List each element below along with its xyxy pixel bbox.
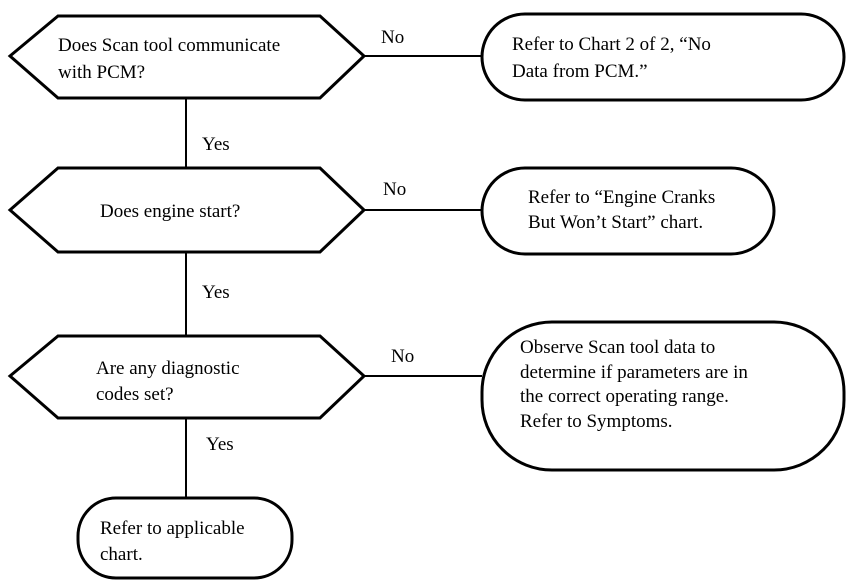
result-2-text: Refer to “Engine Cranks But Won’t Start”…	[528, 187, 720, 233]
result-3-text: Observe Scan tool data to determine if p…	[520, 337, 753, 432]
result-3-box	[480, 320, 846, 472]
result-2-line-2: But Won’t Start” chart.	[528, 212, 703, 233]
result-1-line-1: Refer to Chart 2 of 2, “No	[512, 34, 711, 55]
decision-2-no-label: No	[383, 179, 406, 200]
final-text: Refer to applicable chart.	[100, 518, 249, 565]
final-line-1: Refer to applicable	[100, 518, 245, 539]
result-3-line-2: determine if parameters are in	[520, 362, 748, 383]
result-3-line-3: the correct operating range.	[520, 386, 729, 407]
result-3-line-1: Observe Scan tool data to	[520, 337, 715, 358]
decision-2-diamond	[7, 166, 367, 254]
decision-1-yes-label: Yes	[202, 134, 230, 155]
final-box	[76, 496, 294, 580]
result-1-text: Refer to Chart 2 of 2, “No Data from PCM…	[512, 34, 716, 82]
decision-3-diamond	[7, 334, 367, 420]
result-2-line-1: Refer to “Engine Cranks	[528, 187, 715, 208]
decision-3-text: Are any diagnostic codes set?	[96, 358, 244, 405]
decision-2-yes-label: Yes	[202, 282, 230, 303]
final-line-2: chart.	[100, 544, 143, 565]
decision-3-no-label: No	[391, 346, 414, 367]
decision-3-yes-label: Yes	[206, 434, 234, 455]
decision-2-line-1: Does engine start?	[100, 201, 240, 222]
result-1-line-2: Data from PCM.”	[512, 61, 648, 82]
result-1-box	[480, 12, 846, 102]
decision-1-line-1: Does Scan tool communicate	[58, 35, 280, 56]
decision-1-text: Does Scan tool communicate with PCM?	[58, 35, 285, 83]
result-3-line-4: Refer to Symptoms.	[520, 411, 673, 432]
result-2-box	[480, 166, 776, 256]
decision-3-line-1: Are any diagnostic	[96, 358, 240, 379]
decision-1-diamond	[7, 14, 367, 100]
decision-3-line-2: codes set?	[96, 384, 174, 405]
decision-1-no-label: No	[381, 27, 404, 48]
decision-1-line-2: with PCM?	[58, 62, 145, 83]
